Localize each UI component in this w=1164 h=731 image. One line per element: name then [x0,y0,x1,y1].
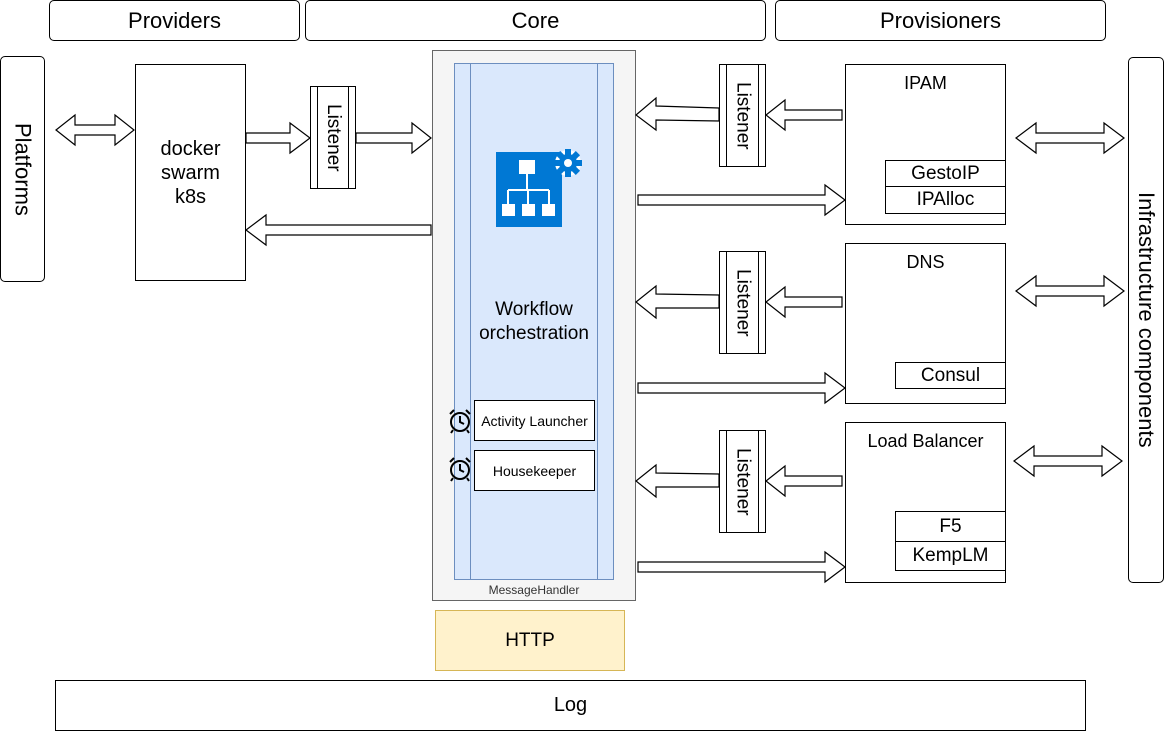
arrow-left [245,213,432,247]
http-box: HTTP [435,610,625,671]
arrow-right [245,121,311,155]
alarm-clock-icon [449,409,471,434]
arrow-left [635,96,720,132]
header-providers: Providers [49,0,300,41]
header-provisioners: Provisioners [775,0,1106,41]
workflow-lane [454,63,614,580]
double-arrow [1015,121,1125,155]
housekeeper-box: Housekeeper [474,450,595,491]
double-arrow [55,113,135,147]
listener-label: Listener [732,447,754,516]
double-arrow [1013,444,1123,478]
ipam-item-ipalloc: IPAlloc [885,186,1006,214]
lane-divider-right [597,64,598,579]
workflow-gear-icon [496,149,582,227]
dns-title: DNS [906,252,945,272]
ipam-item-gestoip: GestoIP [885,160,1006,187]
listener-label: Listener [732,268,754,337]
workflow-orchestration-label: Workflow orchestration [479,299,589,344]
alarm-clock-icon [449,457,471,482]
lb-item-f5: F5 [895,511,1006,542]
load-balancer-title: Load Balancer [867,431,984,451]
message-handler-label: MessageHandler [488,583,580,597]
ipam-title: IPAM [904,73,947,93]
listener-label: Listener [323,103,344,172]
arrow-left [765,464,843,498]
infrastructure-box: Infrastructure components [1128,57,1164,583]
platforms-label: Platforms [10,122,36,216]
arrow-left [765,285,843,319]
arrow-right [637,371,846,405]
infrastructure-label: Infrastructure components [1134,192,1159,448]
dns-item-consul: Consul [895,362,1006,389]
arrow-right [355,121,432,155]
arrow-right [637,550,846,584]
dns-listener: Listener [719,251,766,354]
header-core: Core [305,0,766,41]
listener-label: Listener [732,81,754,150]
activity-launcher-box: Activity Launcher [474,400,595,441]
arrow-left [635,284,720,320]
log-box: Log [55,680,1086,731]
arrow-right [637,183,846,217]
lane-divider-left [470,64,471,579]
arrow-left [635,463,720,499]
double-arrow [1015,274,1125,308]
lb-item-kemplm: KempLM [895,541,1006,571]
platforms-box: Platforms [0,56,45,282]
ipam-listener: Listener [719,64,766,167]
provider-orchestrators-box: docker swarm k8s [135,64,246,281]
arrow-left [765,98,843,132]
